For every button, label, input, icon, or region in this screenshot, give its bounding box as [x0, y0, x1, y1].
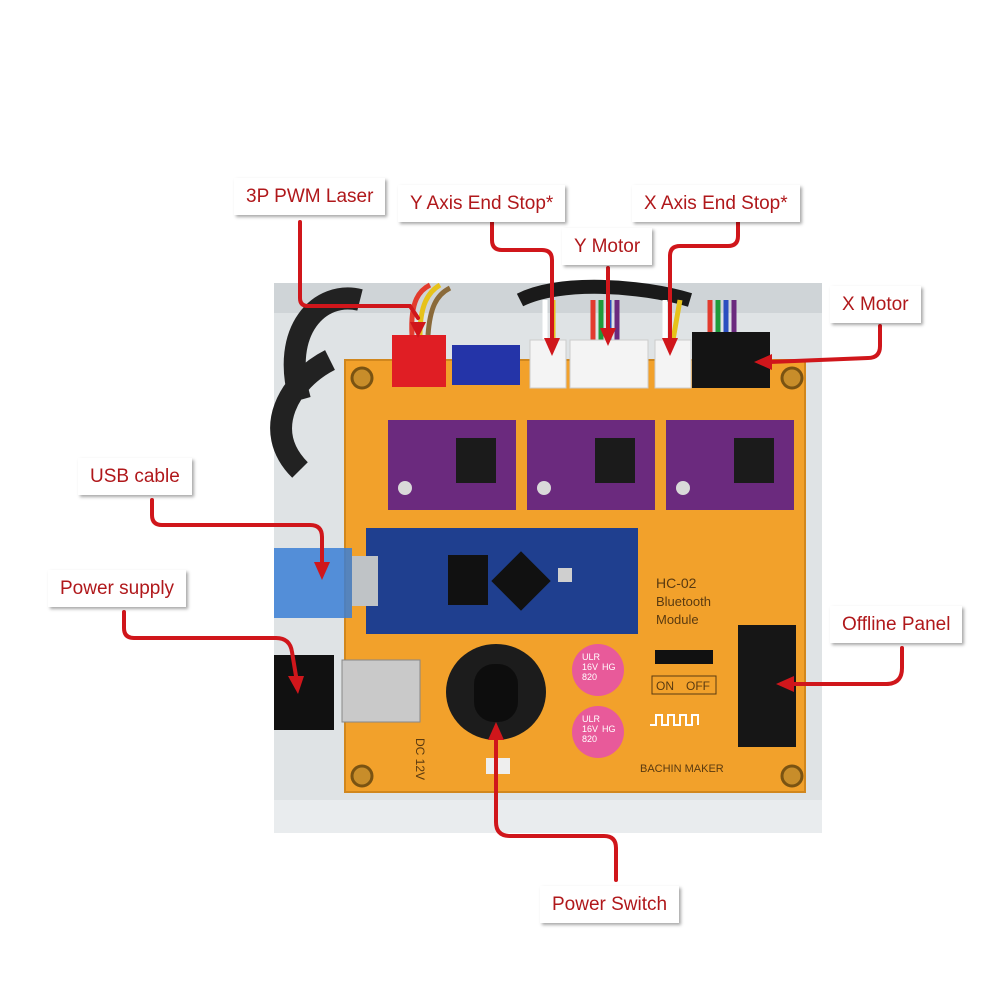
callout-power-switch: Power Switch — [540, 886, 680, 923]
dc-label: DC 12V — [413, 738, 427, 780]
power-switch-knob — [474, 664, 518, 722]
photo-bottom-band — [274, 800, 822, 833]
x-endstop-connector — [654, 339, 692, 389]
svg-text:HG: HG — [602, 662, 616, 672]
leader-lines — [122, 220, 904, 882]
capacitor-top — [572, 644, 624, 696]
usb-connector — [352, 556, 378, 606]
capacitor-bottom-label: ULR 16V 820 HG — [582, 714, 616, 744]
usb-plug — [274, 548, 352, 618]
svg-text:820: 820 — [582, 672, 597, 682]
bt-line2: Module — [656, 612, 699, 627]
leader-power-supply — [122, 610, 298, 678]
mounting-screws — [350, 366, 804, 788]
dc-jack — [341, 659, 421, 723]
callout-y-endstop: Y Axis End Stop* — [398, 185, 566, 222]
capacitor-top-label: ULR 16V 820 HG — [582, 652, 616, 682]
svg-text:ULR: ULR — [582, 714, 601, 724]
callout-x-motor: X Motor — [830, 286, 921, 323]
black-cable — [270, 287, 363, 478]
svg-text:HG: HG — [602, 724, 616, 734]
on-off-box — [651, 675, 717, 695]
bt-title: HC-02 — [656, 575, 697, 591]
callout-offline-panel: Offline Panel — [830, 606, 963, 643]
on-label: ON — [656, 679, 674, 693]
leader-x-motor — [768, 324, 882, 364]
callout-y-motor: Y Motor — [562, 228, 653, 265]
leader-x-endstop — [668, 220, 740, 340]
stepper-driver-1 — [388, 420, 516, 510]
off-label: OFF — [686, 679, 710, 693]
arduino-nano — [366, 528, 638, 634]
svg-text:16V: 16V — [582, 724, 598, 734]
bluetooth-header — [655, 650, 713, 664]
capacitor-bottom — [572, 706, 624, 758]
dc-cable — [274, 655, 334, 730]
leader-offline-panel — [792, 646, 904, 686]
laser-connector — [392, 335, 446, 387]
leader-y-endstop — [490, 220, 554, 340]
y-motor-connector — [569, 339, 649, 389]
stepper-driver-2 — [527, 420, 655, 510]
wave-logo — [650, 714, 699, 726]
leader-usb — [150, 498, 324, 564]
callout-power-supply: Power supply — [48, 570, 187, 607]
y-endstop-connector — [529, 339, 567, 389]
brand-label: BACHIN MAKER — [640, 763, 724, 775]
stepper-driver-3 — [666, 420, 794, 510]
svg-text:820: 820 — [582, 734, 597, 744]
blue-connector — [452, 345, 520, 385]
leader-power-switch — [494, 738, 618, 882]
bt-line1: Bluetooth — [656, 594, 711, 609]
callout-x-endstop: X Axis End Stop* — [632, 185, 800, 222]
svg-text:ULR: ULR — [582, 652, 601, 662]
x-motor-connector — [692, 332, 770, 388]
callout-laser: 3P PWM Laser — [234, 178, 386, 215]
callout-usb: USB cable — [78, 458, 192, 495]
svg-text:16V: 16V — [582, 662, 598, 672]
leader-laser — [298, 220, 420, 320]
